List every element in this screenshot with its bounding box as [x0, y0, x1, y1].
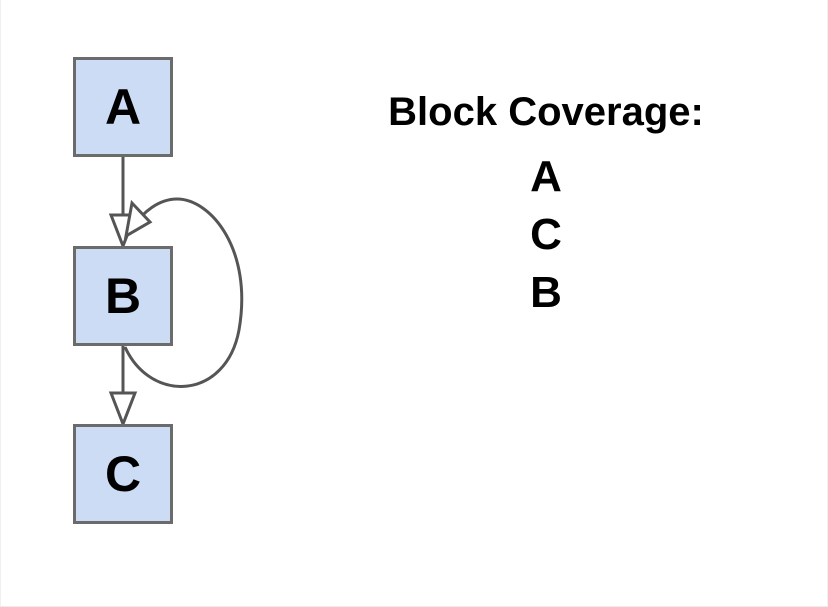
- edge-b-to-c-arrowhead-icon: [108, 391, 138, 429]
- block-coverage-list: A C B: [331, 148, 761, 322]
- block-coverage-item: C: [530, 210, 562, 259]
- edge-b-self-loop-path: [123, 197, 244, 388]
- block-coverage-item: B: [530, 268, 562, 317]
- graph-node-b[interactable]: B: [73, 246, 173, 346]
- edge-b-self-loop: [123, 197, 244, 388]
- block-coverage-panel: Block Coverage: A C B: [331, 88, 761, 322]
- graph-node-c[interactable]: C: [73, 424, 173, 524]
- edge-b-self-loop-arrowhead-icon: [123, 199, 153, 239]
- edge-b-to-c: [108, 346, 138, 429]
- block-coverage-title: Block Coverage:: [388, 90, 704, 134]
- graph-node-c-label: C: [104, 446, 142, 502]
- graph-node-a[interactable]: A: [73, 57, 173, 157]
- block-coverage-item: A: [530, 152, 562, 201]
- graph-node-b-label: B: [104, 268, 142, 324]
- graph-node-a-label: A: [104, 79, 142, 135]
